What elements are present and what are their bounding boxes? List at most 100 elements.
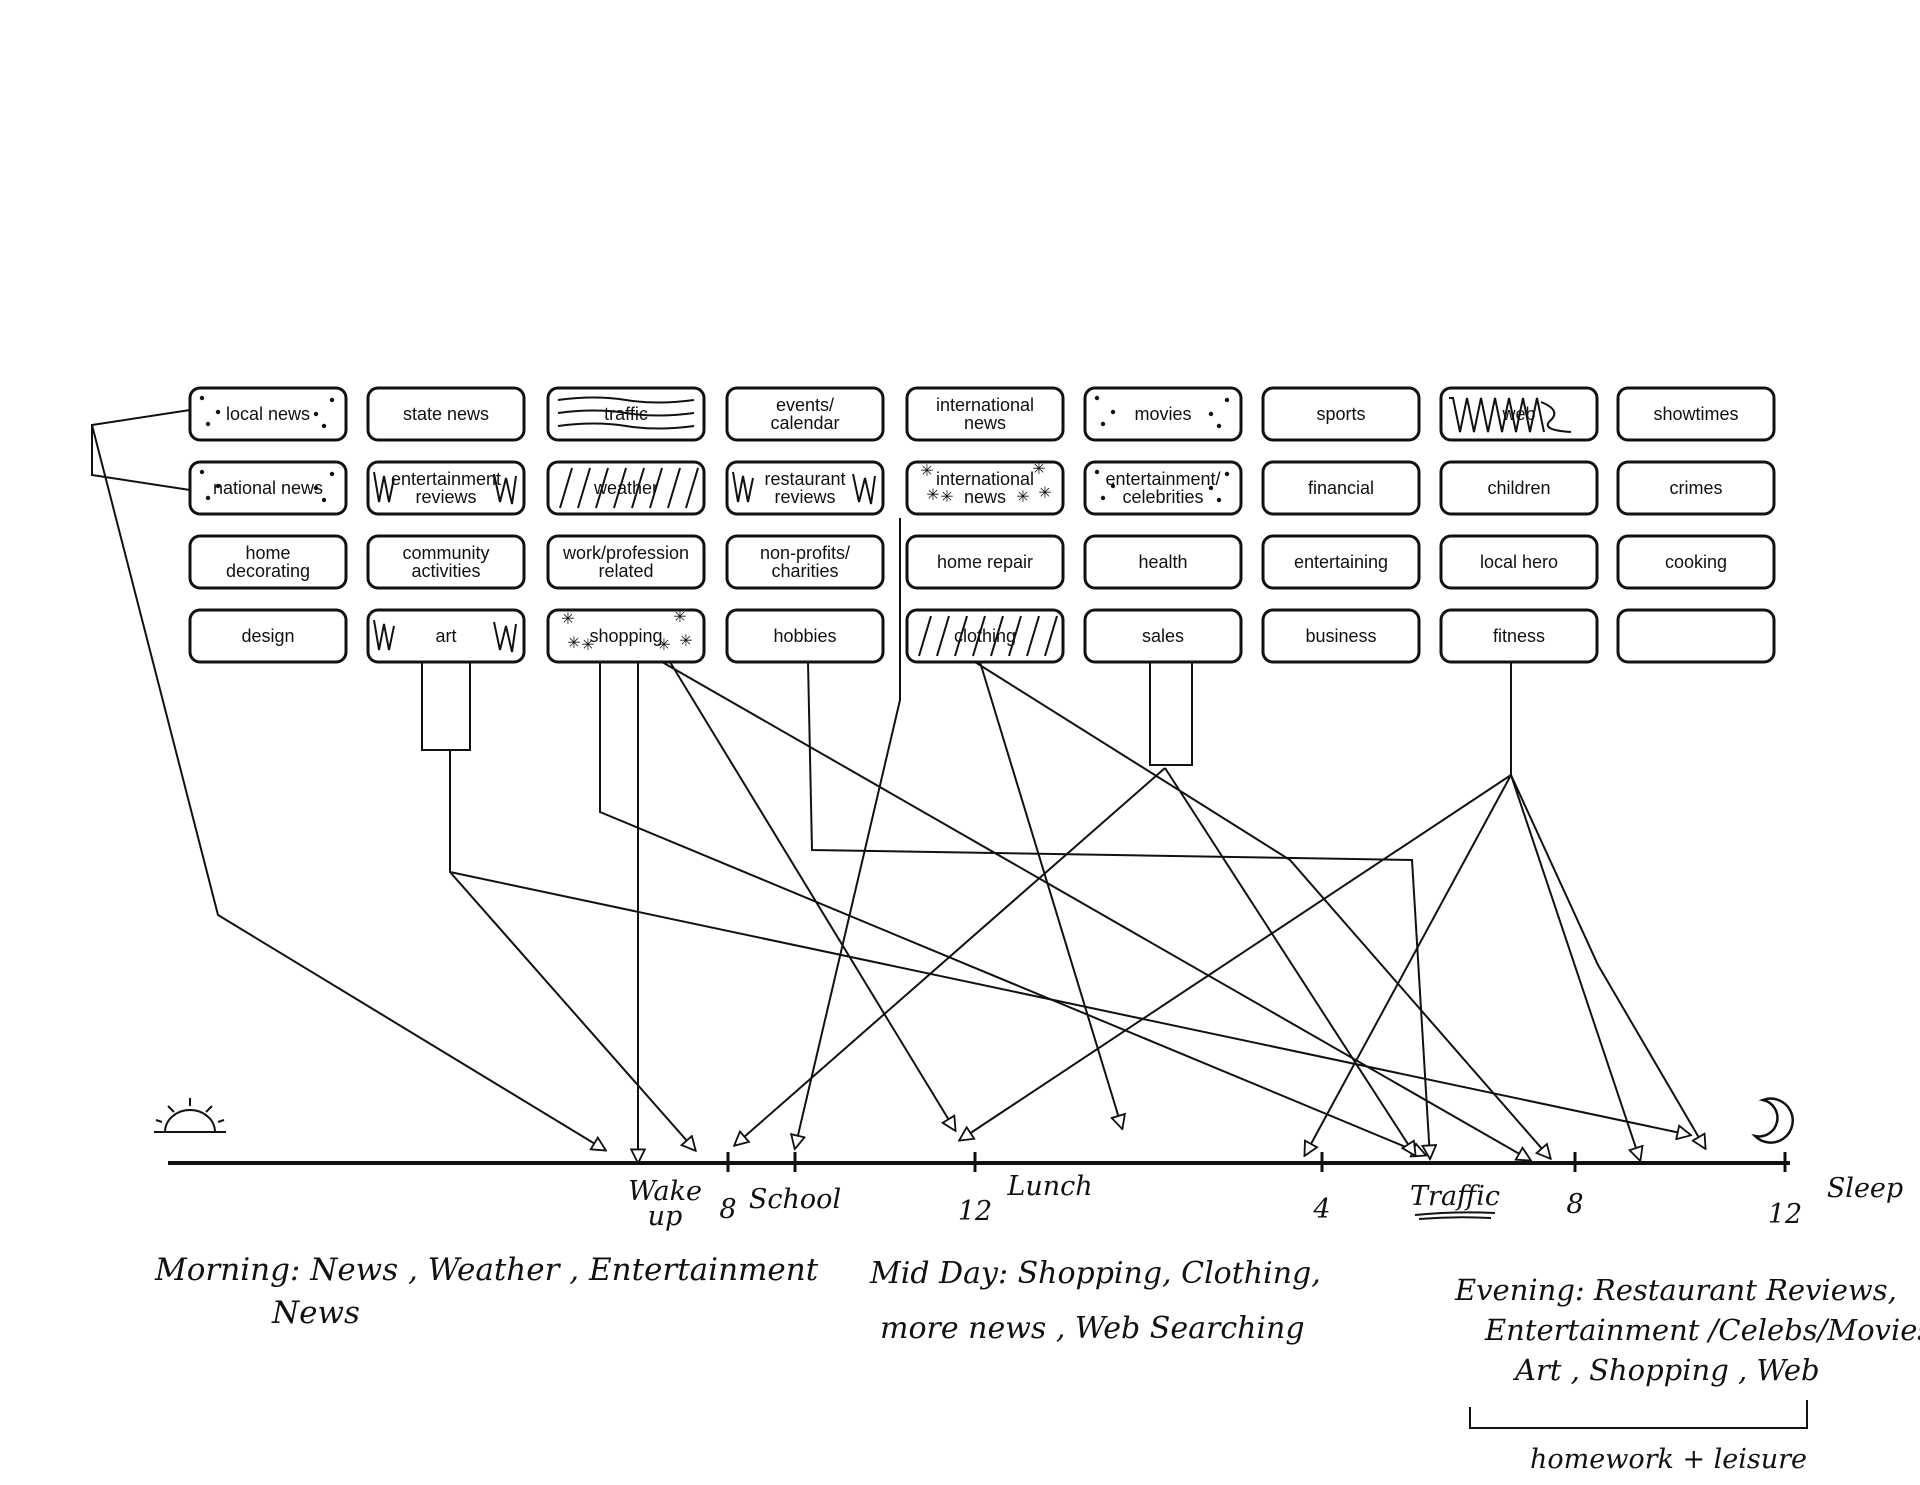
svg-text:✳: ✳ bbox=[920, 461, 933, 480]
category-label: local hero bbox=[1480, 552, 1558, 572]
category-label: fitness bbox=[1493, 626, 1545, 646]
category-box-art: art bbox=[366, 608, 526, 664]
category-label: national news bbox=[213, 478, 323, 498]
svg-text:✳: ✳ bbox=[926, 485, 939, 504]
category-box-empty bbox=[1616, 608, 1776, 664]
category-box-entertainment-celebrities: entertainment/celebrities bbox=[1083, 460, 1243, 516]
category-label: local news bbox=[226, 404, 310, 424]
category-box-events-calendar: events/calendar bbox=[725, 386, 885, 442]
category-label: web bbox=[1501, 404, 1535, 424]
connector-art-to-evening bbox=[449, 871, 1690, 1135]
tick-label: Traffic bbox=[1410, 1181, 1500, 1212]
tick-label: 8 bbox=[1566, 1189, 1583, 1220]
svg-text:✳: ✳ bbox=[561, 609, 574, 628]
category-label: clothing bbox=[954, 626, 1016, 646]
connector-art-stub bbox=[421, 662, 471, 751]
category-label: traffic bbox=[604, 404, 648, 424]
category-box-sports: sports bbox=[1261, 386, 1421, 442]
svg-text:✳: ✳ bbox=[581, 635, 594, 654]
category-label: events/calendar bbox=[770, 395, 839, 433]
midday-note: Mid Day: Shopping, Clothing, more news ,… bbox=[869, 1256, 1321, 1346]
category-box-local-news: local news bbox=[188, 386, 348, 442]
category-box-state-news: state news bbox=[366, 386, 526, 442]
connector-art-to-morning bbox=[449, 750, 695, 1150]
morning-note-line1: Morning: News , Weather , Entertainment bbox=[154, 1252, 819, 1288]
category-box-design: design bbox=[188, 608, 348, 664]
category-label: entertainment/celebrities bbox=[1105, 469, 1220, 507]
connector-entertainment-to-8am bbox=[735, 767, 1166, 1145]
category-label: hobbies bbox=[773, 626, 836, 646]
category-label: sales bbox=[1142, 626, 1184, 646]
svg-text:✳: ✳ bbox=[567, 633, 580, 652]
midday-note-line2: more news , Web Searching bbox=[880, 1311, 1305, 1346]
connector-shopping-to-lunch bbox=[669, 661, 955, 1130]
sunrise-icon bbox=[154, 1098, 226, 1133]
category-label: art bbox=[435, 626, 456, 646]
evening-note: Evening: Restaurant Reviews, Entertainme… bbox=[1454, 1273, 1920, 1387]
svg-text:✳: ✳ bbox=[679, 631, 692, 650]
svg-text:✳: ✳ bbox=[1032, 459, 1045, 478]
category-label: entertaining bbox=[1294, 552, 1388, 572]
category-label: financial bbox=[1308, 478, 1374, 498]
category-box-entertaining: entertaining bbox=[1261, 534, 1421, 590]
midday-note-line1: Mid Day: Shopping, Clothing, bbox=[869, 1256, 1321, 1291]
category-box-movies: movies bbox=[1083, 386, 1243, 442]
category-box-sales: sales bbox=[1083, 608, 1243, 664]
tick-label: School bbox=[749, 1184, 841, 1215]
category-label: design bbox=[241, 626, 294, 646]
connector-restaurant-to-evening bbox=[807, 661, 1430, 1158]
category-box-hobbies: hobbies bbox=[725, 608, 885, 664]
connector-web-to-4pm bbox=[1305, 774, 1512, 1155]
category-label: sports bbox=[1316, 404, 1365, 424]
connector-entertainment-to-traffic bbox=[1164, 767, 1415, 1155]
tick-label: Sleep bbox=[1827, 1173, 1903, 1204]
tick-label: Lunch bbox=[1006, 1171, 1092, 1202]
tick-label: 4 bbox=[1312, 1194, 1330, 1225]
evening-note-line3: Art , Shopping , Web bbox=[1512, 1353, 1820, 1387]
connector-web-to-evening bbox=[1510, 774, 1640, 1160]
category-box-home-repair: home repair bbox=[905, 534, 1065, 590]
evening-note-line1: Evening: Restaurant Reviews, bbox=[1454, 1273, 1897, 1307]
tick-label: 8 bbox=[719, 1194, 736, 1225]
bracket-label: homework + leisure bbox=[1530, 1444, 1807, 1475]
category-box-financial: financial bbox=[1261, 460, 1421, 516]
morning-note: Morning: News , Weather , Entertainment … bbox=[154, 1252, 819, 1331]
category-label: shopping bbox=[589, 626, 662, 646]
category-label: crimes bbox=[1670, 478, 1723, 498]
category-label: home repair bbox=[937, 552, 1033, 572]
svg-text:✳: ✳ bbox=[1016, 487, 1029, 506]
connector-clothing-to-evening bbox=[974, 661, 1550, 1158]
category-box-local-hero: local hero bbox=[1439, 534, 1599, 590]
connector-clothing-to-midday bbox=[979, 661, 1122, 1128]
tick-label: 12 bbox=[958, 1196, 992, 1227]
svg-text:✳: ✳ bbox=[940, 487, 953, 506]
category-box-shopping: ✳✳✳✳✳✳shopping bbox=[546, 607, 706, 664]
category-box-health: health bbox=[1083, 534, 1243, 590]
connector-fitness-to-night bbox=[1510, 774, 1705, 1148]
connector-entertainment-stub bbox=[1149, 662, 1193, 766]
connector-shopping-to-evening bbox=[661, 661, 1530, 1160]
homework-leisure-bracket: homework + leisure bbox=[1469, 1400, 1808, 1475]
category-label: movies bbox=[1134, 404, 1191, 424]
connector-lines bbox=[91, 409, 1705, 1162]
category-label: health bbox=[1138, 552, 1187, 572]
category-box-weather: weather bbox=[546, 460, 706, 516]
evening-note-line2: Entertainment /Celebs/Movies, bbox=[1484, 1313, 1920, 1347]
connector-international-to-school bbox=[795, 518, 901, 1148]
category-box-fitness: fitness bbox=[1439, 608, 1599, 664]
category-label: weather bbox=[593, 478, 658, 498]
svg-text:✳: ✳ bbox=[657, 635, 670, 654]
